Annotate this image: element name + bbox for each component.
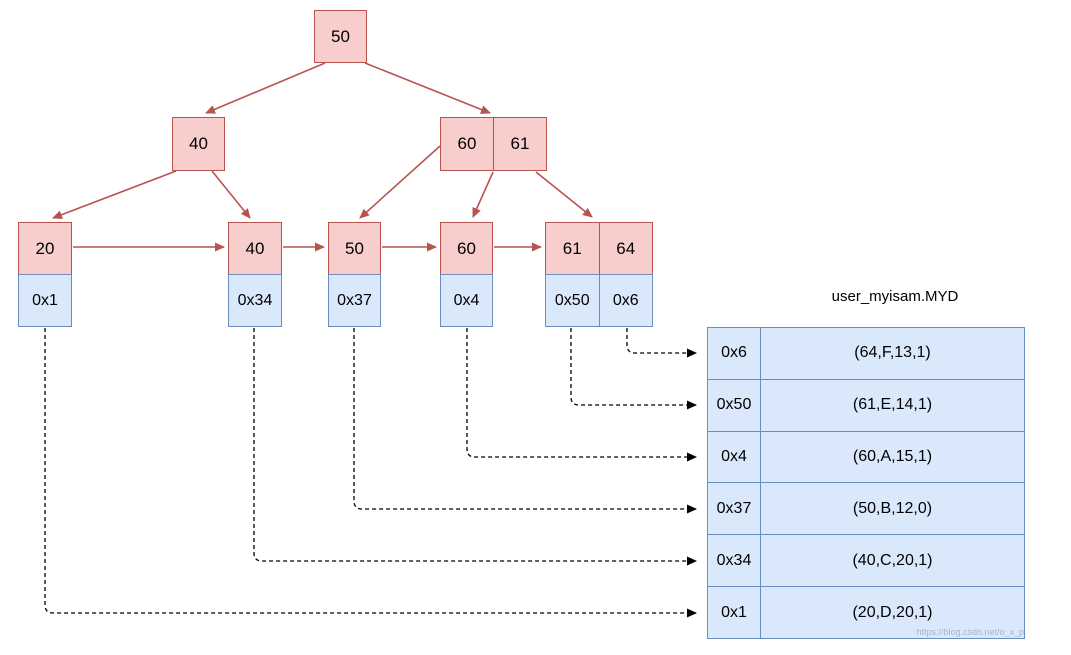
pointer-0x6-to-row (626, 328, 697, 358)
row-record: (64,F,13,1) (854, 344, 931, 362)
internal-key: 40 (189, 134, 208, 153)
root-key: 50 (331, 26, 350, 46)
row-address: 0x50 (708, 379, 761, 431)
edge-internal40-to-leaf-20 (52, 170, 177, 219)
data-file-table: 0x6 (64,F,13,1) 0x50 (61,E,14,1) 0x4 (60… (707, 327, 1025, 639)
leaf-key: 61 (562, 238, 582, 258)
edge-root-to-internal-40 (205, 62, 326, 114)
watermark: https://blog.csdn.net/o_x_p (916, 627, 1024, 637)
pointer-0x4-to-row (466, 328, 697, 462)
row-address: 0x6 (708, 328, 761, 379)
record-address: 0x50 (554, 291, 590, 309)
data-file-title: user_myisam.MYD (831, 288, 959, 305)
leaf-addr-0x34: 0x34 (228, 274, 282, 327)
leaf-key: 50 (345, 238, 364, 258)
row-address: 0x34 (708, 535, 761, 587)
record-address: 0x6 (598, 275, 653, 326)
pointer-0x34-to-row (253, 328, 697, 566)
pointer-0x37-to-row (353, 328, 697, 514)
internal-key: 61 (493, 118, 546, 170)
row-address: 0x1 (708, 587, 761, 638)
leaf-node-61-64: 61 64 (545, 222, 653, 275)
row-address: 0x4 (708, 431, 761, 483)
leaf-node-50: 50 (328, 222, 381, 275)
pointer-0x1-to-row (44, 328, 697, 618)
row-record: (60,A,15,1) (852, 448, 933, 466)
table-row: 0x1 (20,D,20,1) (708, 586, 1024, 638)
edge-root-to-internal-60-61 (364, 62, 491, 114)
leaf-node-60: 60 (440, 222, 493, 275)
table-row: 0x50 (61,E,14,1) (708, 378, 1024, 431)
leaf-addr-0x1: 0x1 (18, 274, 72, 327)
row-record: (20,D,20,1) (852, 603, 933, 621)
edge-internal60-to-leaf-50 (359, 145, 441, 219)
record-address: 0x1 (32, 291, 58, 309)
internal-node-60-61: 60 61 (440, 117, 547, 171)
row-record: (50,B,12,0) (852, 499, 933, 517)
leaf-node-20: 20 (18, 222, 72, 275)
leaf-addr-0x37: 0x37 (328, 274, 381, 327)
leaf-key: 40 (245, 238, 265, 258)
leaf-addr-0x4: 0x4 (440, 274, 493, 327)
leaf-addr-0x50-0x6: 0x50 0x6 (545, 274, 653, 327)
internal-key: 60 (457, 134, 477, 153)
table-row: 0x37 (50,B,12,0) (708, 482, 1024, 535)
leaf-node-40: 40 (228, 222, 282, 275)
edge-internal61-to-leaf-61-64 (535, 171, 593, 218)
root-node: 50 (314, 10, 367, 63)
pointer-0x50-to-row (570, 328, 697, 410)
table-row: 0x34 (40,C,20,1) (708, 534, 1024, 587)
row-address: 0x37 (708, 483, 761, 535)
internal-node-40: 40 (172, 117, 225, 171)
edge-internal60-61-to-leaf-60 (472, 171, 494, 218)
leaf-key: 60 (457, 238, 476, 258)
table-row: 0x6 (64,F,13,1) (708, 328, 1024, 379)
leaf-key: 64 (598, 223, 653, 274)
record-address: 0x37 (337, 291, 372, 309)
row-record: (40,C,20,1) (852, 551, 933, 569)
row-record: (61,E,14,1) (852, 396, 933, 414)
leaf-key: 20 (35, 238, 55, 258)
record-address: 0x34 (237, 291, 273, 309)
record-address: 0x4 (453, 291, 480, 309)
table-row: 0x4 (60,A,15,1) (708, 430, 1024, 483)
edge-internal40-to-leaf-40 (211, 170, 251, 219)
